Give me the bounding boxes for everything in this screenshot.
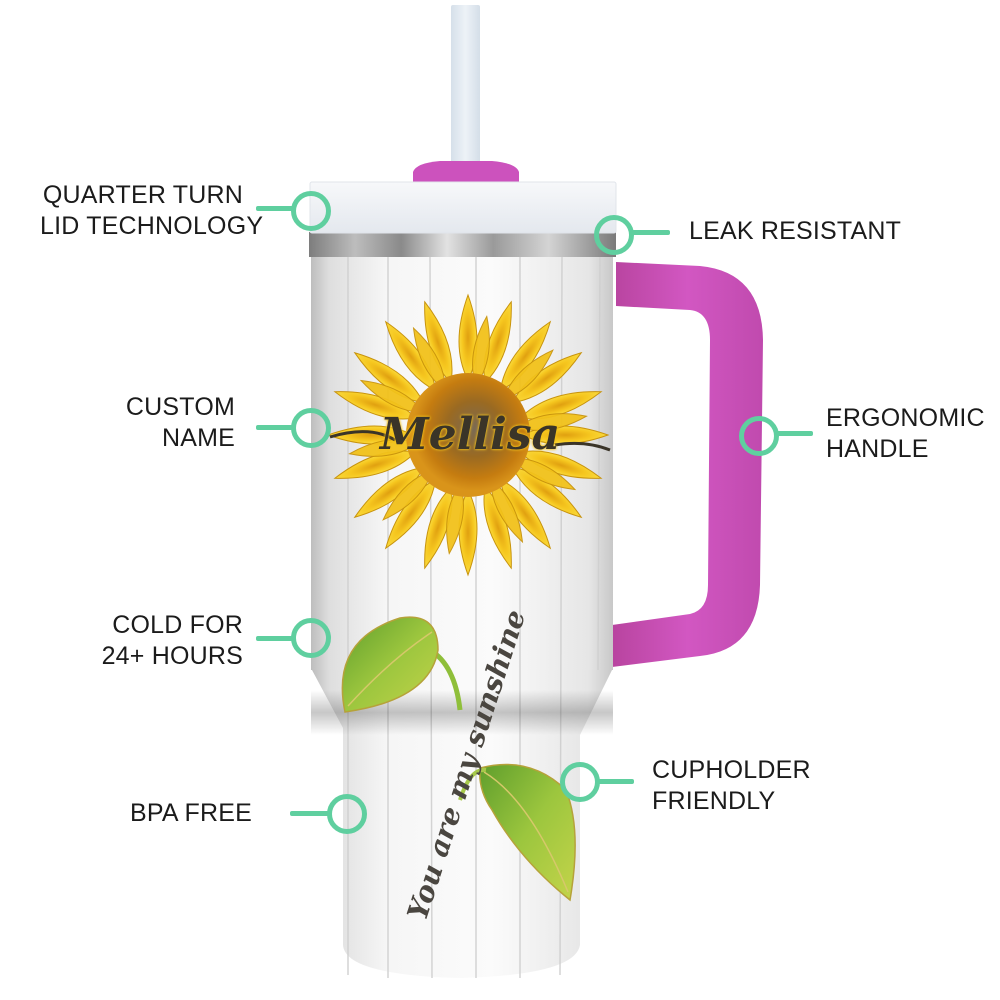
callout-marker-ergonomic-handle[interactable]: [739, 416, 779, 456]
callout-line-cold-24-hours: [256, 636, 296, 641]
callout-marker-quarter-turn-lid[interactable]: [291, 191, 331, 231]
custom-name-text: Mellisa: [380, 409, 561, 460]
handle-shape: [612, 262, 763, 667]
callout-line-ergonomic-handle: [775, 431, 813, 436]
callout-label-bpa-free: BPA FREE: [129, 799, 252, 827]
callout-line-bpa-free: [290, 811, 330, 816]
steel-band: [309, 232, 616, 257]
callout-marker-cupholder-friendly[interactable]: [560, 762, 600, 802]
callout-label-quarter-turn-lid: QUARTER TURN LID TECHNOLOGY: [40, 181, 264, 240]
sunflower: [326, 293, 610, 577]
callout-label-leak-resistant: LEAK RESISTANT: [689, 217, 902, 245]
callout-marker-custom-name[interactable]: [291, 408, 331, 448]
callout-label-ergonomic-handle: ERGONOMIC HANDLE: [826, 404, 985, 463]
callout-line-quarter-turn-lid: [256, 206, 296, 211]
straw: [451, 5, 480, 165]
callout-marker-leak-resistant[interactable]: [594, 215, 634, 255]
callout-marker-cold-24-hours[interactable]: [291, 618, 331, 658]
callout-label-cupholder-friendly: CUPHOLDER FRIENDLY: [652, 756, 811, 815]
callout-line-leak-resistant: [630, 230, 670, 235]
lid: [309, 181, 617, 234]
callout-line-cupholder-friendly: [596, 779, 634, 784]
callout-label-custom-name: CUSTOM NAME: [125, 393, 235, 452]
leaf-lower: [479, 763, 576, 902]
straw-cap: [413, 161, 519, 182]
callout-marker-bpa-free[interactable]: [327, 794, 367, 834]
callout-label-cold-24-hours: COLD FOR 24+ HOURS: [101, 611, 243, 670]
cup-lower-body: [312, 670, 612, 978]
callout-line-custom-name: [256, 425, 296, 430]
